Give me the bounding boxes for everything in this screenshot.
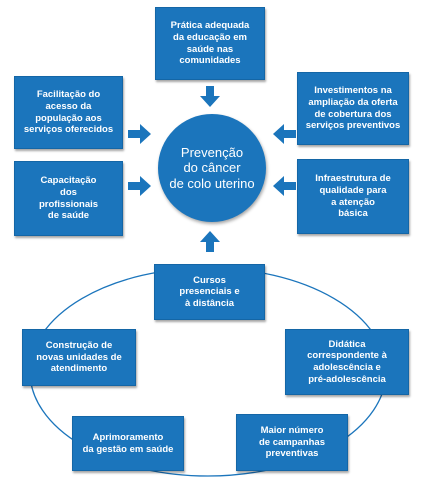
arrow-up (200, 231, 220, 252)
arrow-left-lower (273, 176, 296, 196)
center-circle: Prevenção do câncer de colo uterino (158, 114, 266, 222)
arrow-right-upper (128, 124, 151, 144)
box-gestao: Aprimoramento da gestão em saúde (72, 416, 184, 471)
box-cursos: Cursos presenciais e à distância (154, 264, 265, 320)
box-capacitacao: Capacitação dos profissionais de saúde (14, 161, 123, 236)
box-campanhas: Maior número de campanhas preventivas (236, 414, 348, 471)
box-construcao: Construção de novas unidades de atendime… (22, 329, 136, 386)
box-acesso: Facilitação do acesso da população aos s… (14, 76, 123, 149)
arrow-down (200, 86, 220, 107)
box-investimentos: Investimentos na ampliação da oferta de … (297, 72, 409, 145)
box-infraestrutura: Infraestrutura de qualidade para a atenç… (297, 159, 409, 234)
box-didatica: Didática correspondente à adolescência e… (285, 329, 409, 395)
box-educacao: Prática adequada da educação em saúde na… (155, 7, 265, 80)
arrow-right-lower (128, 176, 151, 196)
arrow-left-upper (273, 124, 296, 144)
